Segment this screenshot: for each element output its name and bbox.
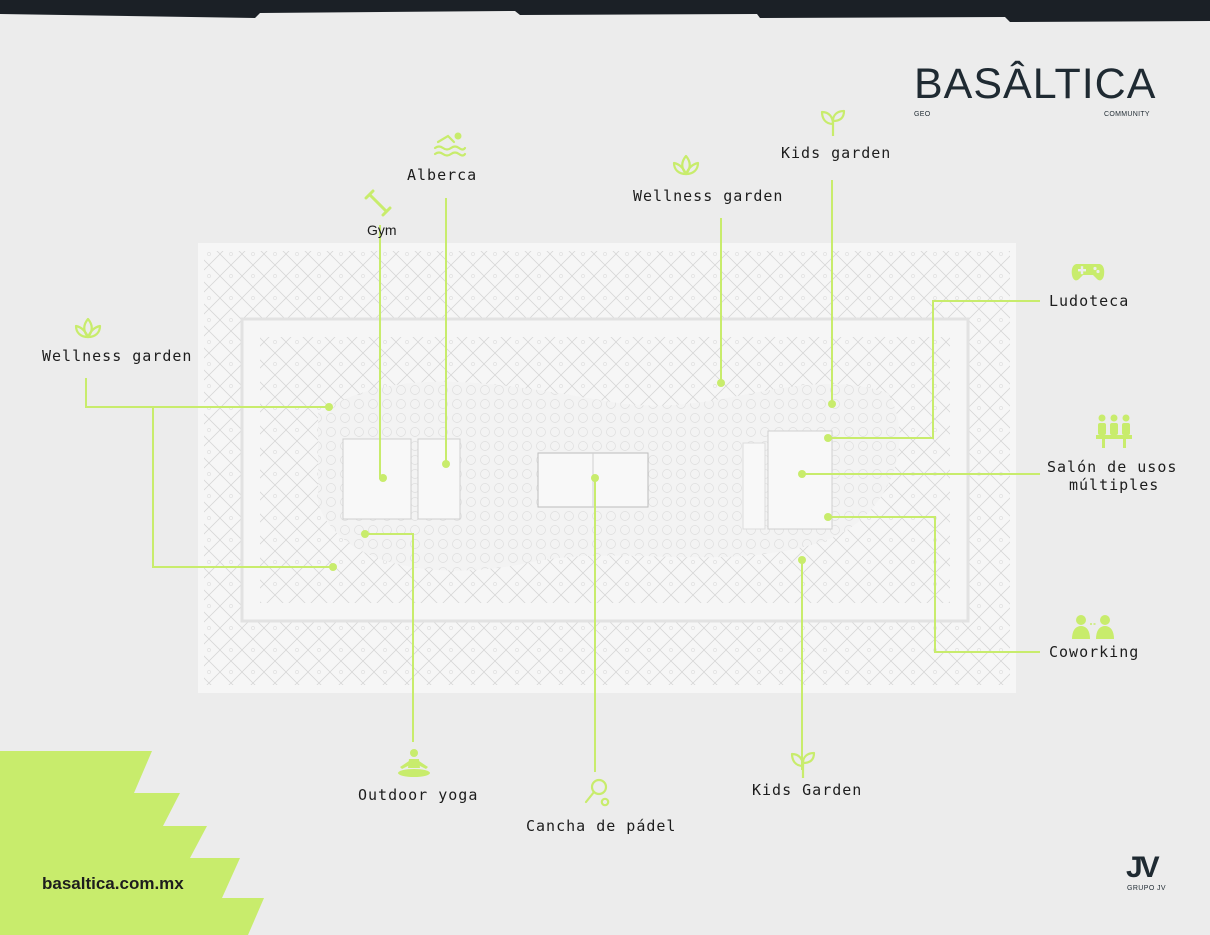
alberca-label: Alberca xyxy=(407,166,478,184)
lotus-icon xyxy=(672,154,700,176)
swimmer-icon xyxy=(433,132,467,157)
ludoteca-label: Ludoteca xyxy=(1049,292,1130,310)
coworking-label: Coworking xyxy=(1049,643,1140,661)
gym-label: Gym xyxy=(367,222,397,238)
brand-logo: BASÂLTICA GEO COMMUNITY xyxy=(914,60,1164,124)
gamepad-icon xyxy=(1071,264,1105,281)
kids-garden-bottom-label: Kids Garden xyxy=(752,781,863,799)
sprout-icon xyxy=(790,751,816,778)
grupo-jv-logo: JV GRUPO JV xyxy=(1124,852,1172,898)
accent-shape xyxy=(0,751,264,935)
grupo-jv-name: GRUPO JV xyxy=(1127,885,1166,892)
brand-sub-left: GEO xyxy=(914,111,931,118)
sprout-icon xyxy=(820,109,846,136)
salon-label-line1: Salón de usos xyxy=(1047,458,1178,476)
wellness-garden-top-label: Wellness garden xyxy=(633,187,784,205)
top-band xyxy=(0,0,1210,22)
yoga-icon xyxy=(398,749,430,777)
website-link[interactable]: basaltica.com.mx xyxy=(42,874,184,893)
meeting-icon xyxy=(1096,414,1132,448)
outdoor-yoga-label: Outdoor yoga xyxy=(358,786,479,804)
salon-label-line2: múltiples xyxy=(1069,476,1160,494)
padel-label: Cancha de pádel xyxy=(526,817,677,835)
brand-sub-right: COMMUNITY xyxy=(1104,111,1150,118)
brand-name: BASÂLTICA xyxy=(914,60,1157,108)
grupo-jv-mark: JV xyxy=(1126,851,1160,884)
kids-garden-top-label: Kids garden xyxy=(781,144,892,162)
site-plan xyxy=(198,243,1016,693)
coworking-icon xyxy=(1072,615,1114,639)
wellness-garden-left-label: Wellness garden xyxy=(42,347,193,365)
lotus-icon xyxy=(74,317,102,339)
racket-icon xyxy=(584,778,610,807)
dumbbell-icon xyxy=(364,189,392,217)
